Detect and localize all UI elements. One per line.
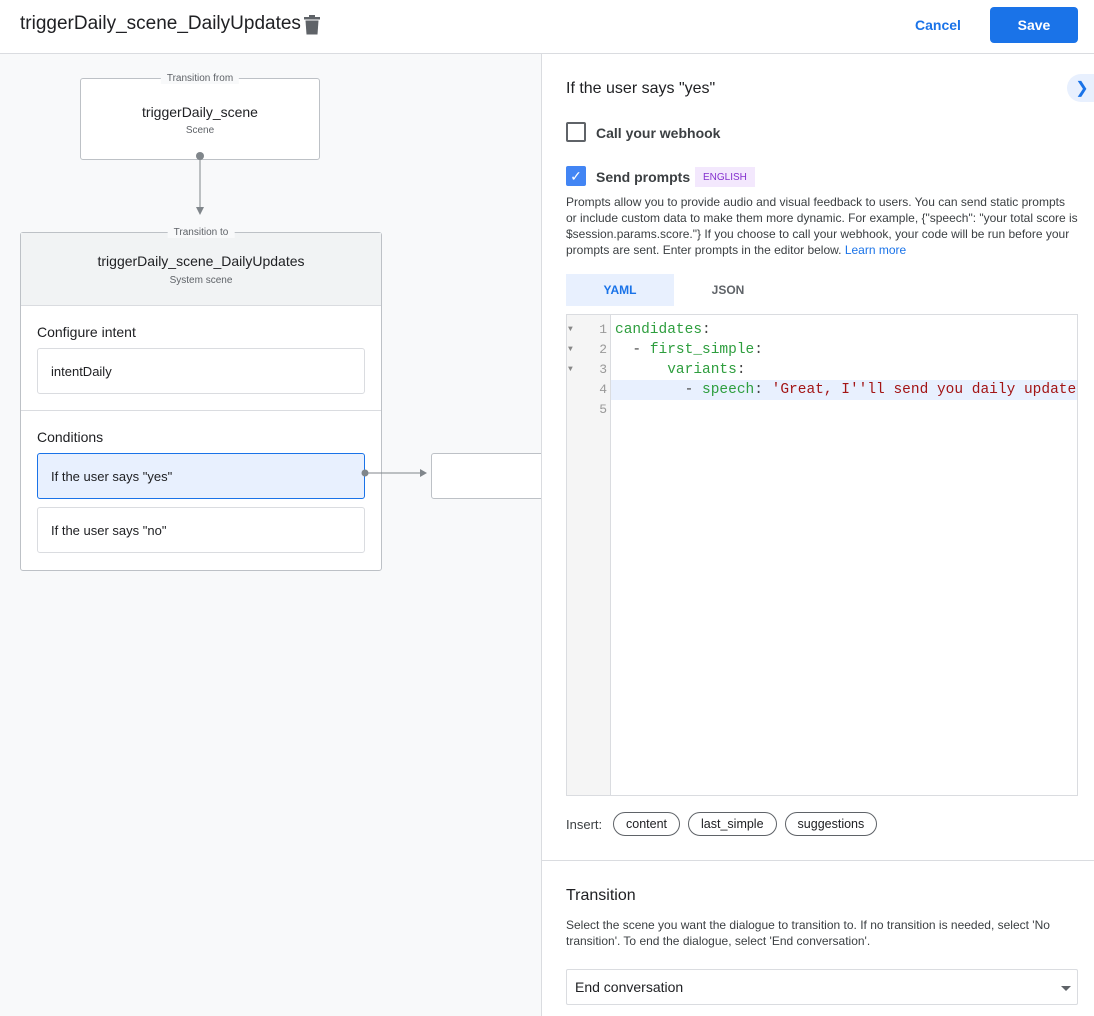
- condition-connector: [361, 469, 427, 477]
- node-title: triggerDaily_scene_DailyUpdates: [97, 253, 305, 269]
- code-line: variants:: [667, 362, 746, 378]
- dropdown-arrow-icon: [1061, 986, 1071, 991]
- line-number: 5: [599, 402, 607, 417]
- chip-suggestions[interactable]: suggestions: [784, 812, 878, 836]
- node-label: Transition from: [160, 73, 240, 84]
- transition-description: Select the scene you want the dialogue t…: [566, 918, 1050, 948]
- line-number: 3: [599, 362, 607, 377]
- condition-item-yes[interactable]: If the user says "yes": [37, 453, 365, 499]
- insert-chips: content last_simple suggestions: [613, 812, 878, 836]
- divider: [21, 410, 381, 411]
- cancel-button[interactable]: Cancel: [915, 17, 961, 33]
- webhook-checkbox[interactable]: [566, 122, 586, 142]
- node-title: triggerDaily_scene: [142, 104, 258, 120]
- code-editor[interactable]: ▼ 1 ▼ 2 ▼ 3 4 5 candidates: - first_simple:…: [566, 314, 1078, 796]
- panel-heading: If the user says "yes": [566, 80, 716, 97]
- webhook-label: Call your webhook: [596, 125, 721, 141]
- chip-content[interactable]: content: [613, 812, 681, 836]
- line-number: 2: [599, 342, 607, 357]
- configure-intent-heading: Configure intent: [37, 324, 136, 340]
- fold-icon[interactable]: ▼: [568, 325, 573, 334]
- divider: [542, 860, 1094, 861]
- fold-icon[interactable]: ▼: [568, 365, 573, 374]
- condition-item-no[interactable]: If the user says "no": [37, 507, 365, 553]
- code-line-active: - speech: 'Great, I''ll send you daily u…: [611, 380, 1077, 400]
- node-label: Transition to: [167, 227, 235, 238]
- transition-selected: End conversation: [575, 979, 684, 995]
- intent-item[interactable]: intentDaily: [37, 348, 365, 394]
- prompts-description: Prompts allow you to provide audio and v…: [566, 194, 1078, 258]
- learn-more-link[interactable]: Learn more: [844, 243, 907, 257]
- scene-canvas: Transition from triggerDaily_scene Scene…: [0, 54, 542, 1016]
- language-badge: ENGLISH: [695, 167, 755, 187]
- insert-label: Insert:: [566, 817, 603, 832]
- prompts-label: Send prompts: [596, 169, 691, 185]
- chevron-right-icon[interactable]: ❯: [1067, 74, 1094, 102]
- target-scene-node[interactable]: [431, 453, 541, 499]
- line-gutter: ▼ 1 ▼ 2 ▼ 3 4 5: [567, 315, 611, 795]
- code-line: [611, 400, 1077, 420]
- description-text: Prompts allow you to provide audio and v…: [566, 195, 1078, 257]
- code-line: - first_simple:: [615, 342, 763, 358]
- code-line: candidates:: [615, 322, 711, 338]
- save-button[interactable]: Save: [990, 7, 1078, 43]
- node-subtitle: System scene: [169, 275, 233, 286]
- line-number: 4: [599, 382, 607, 397]
- node-subtitle: Scene: [185, 125, 215, 136]
- page-title: triggerDaily_scene_DailyUpdates: [20, 13, 301, 34]
- transition-from-node[interactable]: Transition from triggerDaily_scene Scene: [80, 73, 320, 160]
- chip-last-simple[interactable]: last_simple: [688, 812, 777, 836]
- tab-json[interactable]: JSON: [711, 283, 745, 297]
- header: triggerDaily_scene_DailyUpdates Cancel S…: [0, 0, 1094, 54]
- conditions-heading: Conditions: [37, 429, 104, 445]
- node-header: Transition to triggerDaily_scene_DailyUp…: [21, 227, 381, 306]
- line-number: 1: [599, 322, 607, 337]
- transition-heading: Transition: [566, 887, 636, 904]
- transition-select[interactable]: End conversation: [566, 969, 1078, 1005]
- transition-to-node: Transition to triggerDaily_scene_DailyUp…: [20, 227, 382, 571]
- tab-yaml[interactable]: YAML: [566, 274, 674, 306]
- connector-arrow: [196, 152, 204, 215]
- trash-icon[interactable]: [304, 15, 320, 35]
- prompts-checkbox[interactable]: ✓: [566, 166, 586, 186]
- fold-icon[interactable]: ▼: [568, 345, 573, 354]
